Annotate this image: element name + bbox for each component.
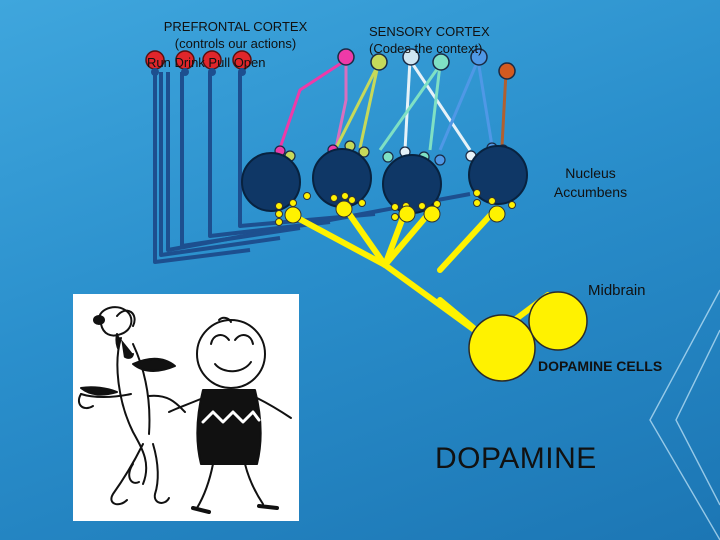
prefrontal-subtitle: (controls our actions) [174, 36, 297, 51]
sensory-title: SENSORY CORTEX [369, 24, 490, 39]
dopamine-cells [468, 291, 588, 382]
midbrain-label: Midbrain [588, 282, 646, 299]
na-neuron-3 [382, 154, 442, 214]
sensory-neuron-3 [402, 48, 420, 66]
decorative-chevrons [649, 289, 720, 540]
sensory-axons [278, 58, 508, 151]
dopamine-terminals [275, 189, 516, 226]
nucleus-line-1: Nucleus [565, 165, 616, 181]
nucleus-accumbens-neurons [241, 145, 528, 214]
sensory-neurons [337, 48, 516, 80]
sensory-neuron-6 [498, 62, 516, 80]
action-names: Run Drink Pull Open [147, 55, 266, 70]
prefrontal-title: PREFRONTAL CORTEX [163, 19, 308, 34]
cartoon-illustration [73, 294, 299, 521]
nucleus-line-2: Accumbens [553, 184, 628, 200]
na-neuron-4 [468, 145, 528, 205]
sensory-neuron-4 [432, 53, 450, 71]
sensory-neuron-1 [337, 48, 355, 66]
dopamine-cell-1 [468, 314, 536, 382]
sensory-cortex-label: SENSORY CORTEX (Codes the context) [369, 23, 490, 57]
prefrontal-cortex-label: PREFRONTAL CORTEX (controls our actions) [148, 18, 323, 52]
nucleus-accumbens-label: Nucleus Accumbens [548, 164, 633, 202]
sensory-neuron-5 [470, 48, 488, 66]
dopamine-cell-2 [528, 291, 588, 351]
pfc-axons [153, 72, 471, 264]
na-neuron-1 [241, 152, 301, 212]
sensory-subtitle: (Codes the context) [369, 41, 483, 56]
dopamine-label: DOPAMINE [435, 442, 597, 475]
sensory-neuron-2 [370, 53, 388, 71]
snoopy-charlie-brown-dancing-illustration-icon [77, 306, 292, 514]
dopamine-cells-label: DOPAMINE CELLS [538, 358, 663, 374]
pfc-neurons [145, 50, 252, 76]
